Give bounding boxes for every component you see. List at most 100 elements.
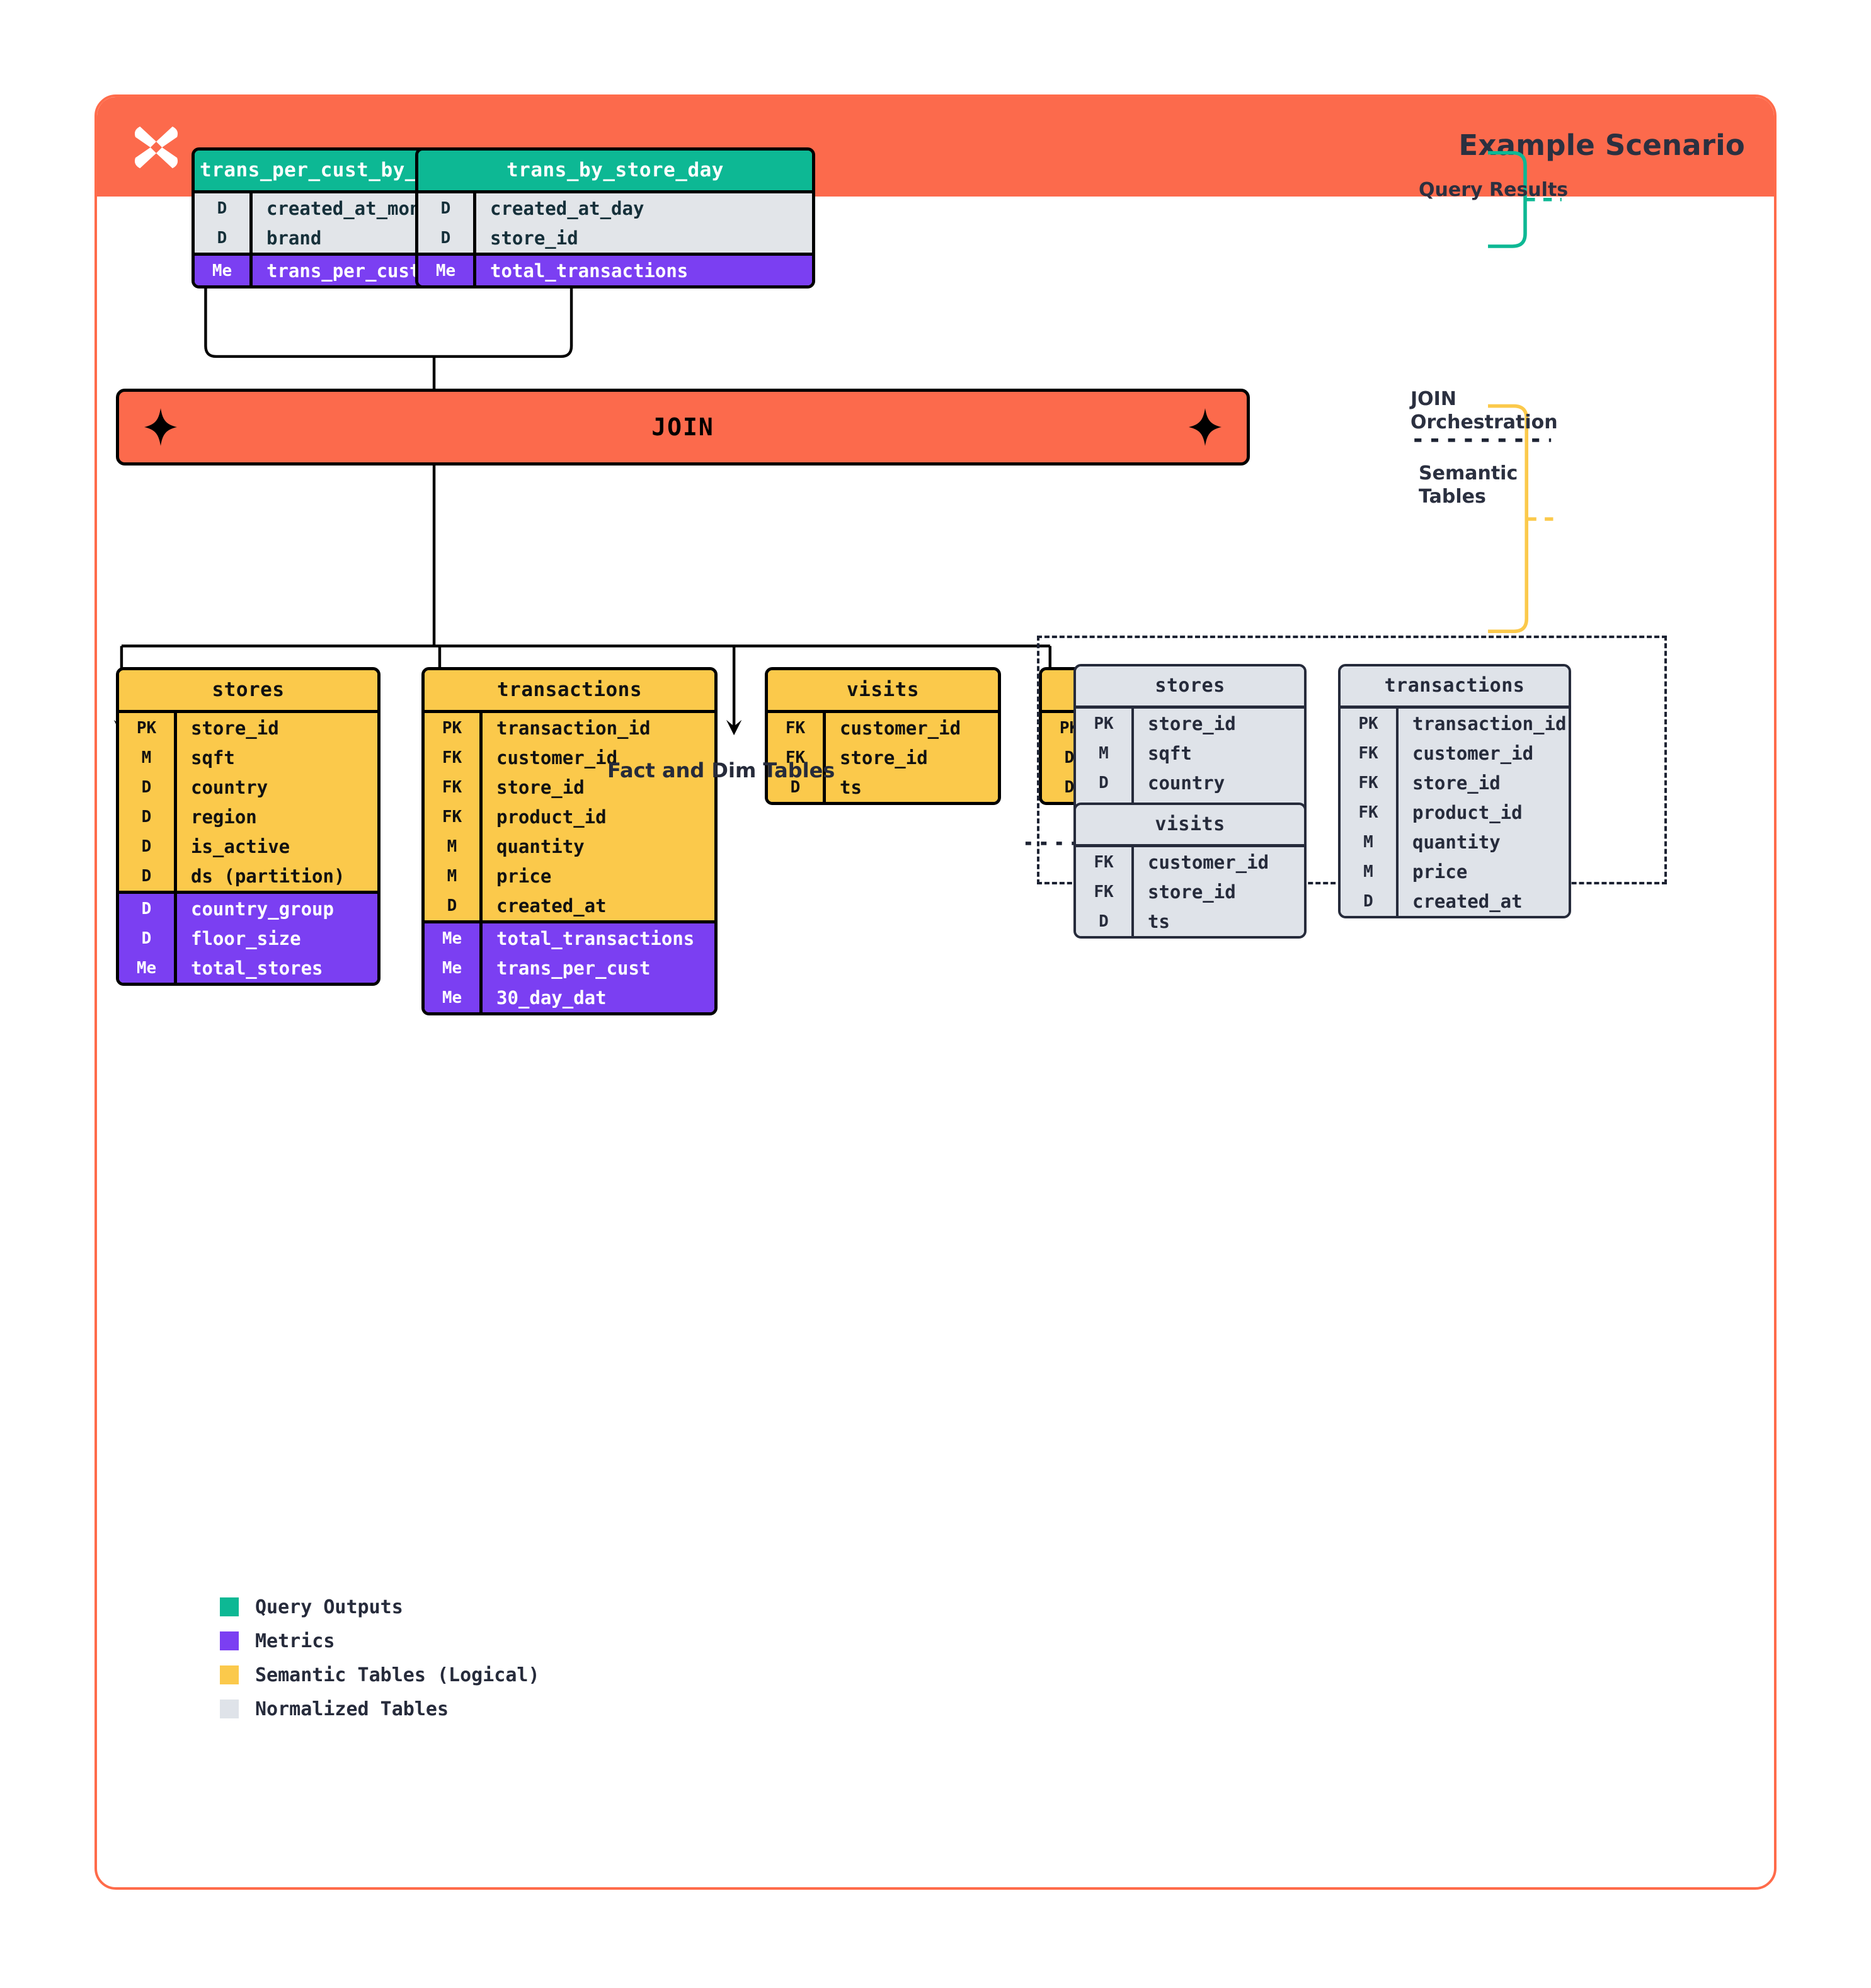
row-value: floor_size <box>191 927 301 949</box>
annotation-fact-dim-tables: Fact and Dim Tables <box>607 758 835 782</box>
table-title: visits <box>1076 805 1304 844</box>
row-value: trans_per_cust <box>266 260 421 282</box>
row-key: D <box>141 928 152 948</box>
base-columns-section: PK FK FK FK M M D transaction_id custome… <box>425 710 714 920</box>
metric-section: Me total_transactions <box>418 253 812 285</box>
table-title: transactions <box>425 670 714 710</box>
row-value: ts <box>1148 910 1170 932</box>
legend-swatch-semantic-tables <box>220 1665 239 1684</box>
row-value: customer_id <box>840 717 961 739</box>
row-key: D <box>447 896 457 915</box>
row-value: store_id <box>1148 712 1236 734</box>
query-result-table-1[interactable]: trans_by_store_day D D created_at_day st… <box>415 147 815 288</box>
table-title: stores <box>119 670 377 710</box>
row-key: FK <box>785 748 806 767</box>
row-value: region <box>191 806 257 828</box>
legend-swatch-query-outputs <box>220 1597 239 1616</box>
row-value: 30_day_dat <box>496 986 607 1008</box>
legend-swatch-metrics <box>220 1631 239 1650</box>
row-value: brand <box>266 227 322 249</box>
table-title: trans_by_store_day <box>418 151 812 190</box>
table-title: visits <box>768 670 998 710</box>
row-key: D <box>440 198 451 218</box>
row-key: D <box>141 807 152 826</box>
row-key: D <box>217 228 227 248</box>
row-value: total_transactions <box>490 260 689 282</box>
row-value: store_id <box>1148 881 1236 903</box>
row-value: price <box>1412 860 1468 883</box>
row-key: PK <box>442 718 462 738</box>
row-value: is_active <box>191 835 290 857</box>
row-key: D <box>440 228 451 248</box>
row-value: created_at_month <box>266 197 443 219</box>
row-value: transaction_id <box>1412 712 1567 734</box>
legend-item: Normalized Tables <box>220 1692 540 1726</box>
annotation-query-results: Query Results <box>1419 179 1569 201</box>
row-key: D <box>217 198 227 218</box>
row-key: FK <box>442 748 462 767</box>
row-key: D <box>1064 748 1075 767</box>
row-key: Me <box>442 958 462 978</box>
row-value: total_stores <box>191 957 323 979</box>
row-value: sqft <box>1148 742 1192 764</box>
semantic-table-transactions[interactable]: transactions PK FK FK FK M M D transacti… <box>421 667 718 1015</box>
table-title: transactions <box>1341 666 1569 706</box>
fact-dim-table-transactions[interactable]: transactions PK FK FK FK M M D transacti… <box>1338 664 1571 918</box>
row-value: trans_per_cust <box>496 957 651 979</box>
legend-label: Normalized Tables <box>255 1698 449 1720</box>
x-star-logo-icon <box>134 126 178 169</box>
fact-dim-table-visits[interactable]: visits FK FK D customer_id store_id ts <box>1073 803 1307 939</box>
row-value: ts <box>840 776 862 798</box>
annotation-semantic-line1: Semantic <box>1419 462 1518 484</box>
row-value: customer_id <box>1412 742 1534 764</box>
join-orchestration-bar[interactable]: JOIN <box>116 389 1250 466</box>
legend-label: Semantic Tables (Logical) <box>255 1664 540 1686</box>
row-key: M <box>447 837 457 856</box>
row-value: sqft <box>191 746 235 768</box>
diagram-canvas: Example Scenario <box>94 94 1777 1890</box>
legend-item: Semantic Tables (Logical) <box>220 1658 540 1692</box>
row-key: FK <box>1094 882 1114 901</box>
page-title: Example Scenario <box>1458 129 1745 162</box>
row-key: FK <box>1358 743 1378 763</box>
row-key: M <box>1363 832 1373 852</box>
row-value: created_at <box>1412 890 1523 912</box>
annotation-join-line2: Orchestration <box>1410 411 1558 433</box>
row-key: FK <box>442 777 462 797</box>
row-key: FK <box>785 718 806 738</box>
semantic-table-stores[interactable]: stores PK M D D D D store_id sqft countr… <box>116 667 380 986</box>
row-value: store_id <box>496 776 585 798</box>
row-value: country <box>1148 772 1225 794</box>
annotation-join-line1: JOIN <box>1410 388 1456 410</box>
row-key: M <box>1099 743 1109 763</box>
legend-swatch-normalized-tables <box>220 1700 239 1718</box>
row-key: PK <box>1094 714 1114 733</box>
row-key: M <box>141 748 152 767</box>
row-key: D <box>1099 911 1109 931</box>
row-value: created_at <box>496 894 607 917</box>
extended-columns-section: Me Me Me total_transactions trans_per_cu… <box>425 920 714 1012</box>
dimension-section: D D created_at_day store_id <box>418 190 812 253</box>
row-key: Me <box>442 988 462 1007</box>
row-value: transaction_id <box>496 717 651 739</box>
row-key: Me <box>136 958 157 978</box>
base-columns-section: FK FK D customer_id store_id ts <box>768 710 998 802</box>
annotation-semantic-tables: Semantic Tables <box>1419 462 1518 508</box>
columns-section: FK FK D customer_id store_id ts <box>1076 844 1304 936</box>
row-key: Me <box>442 928 462 948</box>
annotation-join-orchestration: JOIN Orchestration <box>1410 388 1558 434</box>
base-columns-section: PK M D D D D store_id sqft country regio… <box>119 710 377 891</box>
legend: Query Outputs Metrics Semantic Tables (L… <box>220 1590 540 1726</box>
row-value: country_group <box>191 898 334 920</box>
row-key: D <box>141 866 152 886</box>
row-value: store_id <box>1412 772 1501 794</box>
row-value: total_transactions <box>496 927 695 949</box>
row-key: D <box>1064 777 1075 797</box>
row-key: FK <box>1358 773 1378 792</box>
row-value: customer_id <box>496 746 618 768</box>
semantic-table-visits[interactable]: visits FK FK D customer_id store_id ts <box>765 667 1001 805</box>
row-key: D <box>141 899 152 918</box>
legend-label: Metrics <box>255 1630 335 1652</box>
legend-item: Metrics <box>220 1624 540 1658</box>
row-key: M <box>447 866 457 886</box>
